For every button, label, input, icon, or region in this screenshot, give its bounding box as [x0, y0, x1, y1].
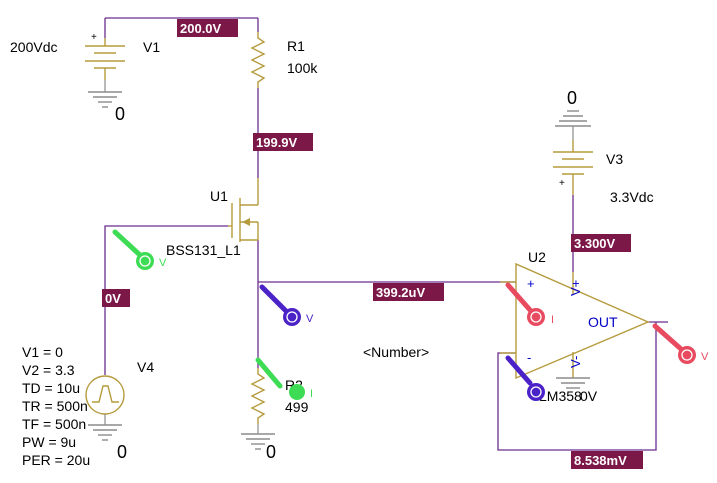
u2-pin-vminus: V- — [568, 356, 583, 368]
probe-letter: V — [306, 313, 314, 325]
svg-text:0V: 0V — [105, 291, 121, 306]
resistor-r1[interactable] — [250, 32, 266, 88]
probe-letter: I — [310, 388, 313, 400]
voltage-flag-top[interactable]: 200.0V — [177, 19, 238, 37]
svg-text:399.2uV: 399.2uV — [376, 285, 425, 300]
u1-ref: U1 — [210, 188, 228, 204]
voltage-flag-source[interactable]: 399.2uV — [373, 283, 444, 301]
svg-text:199.9V: 199.9V — [256, 135, 298, 150]
u2-ref: U2 — [528, 249, 546, 265]
transistor-u1[interactable] — [228, 178, 259, 242]
resistor-r2[interactable] — [241, 368, 275, 450]
v3-value: 3.3Vdc — [610, 189, 654, 205]
voltage-flag-gate[interactable]: 0V — [102, 289, 130, 307]
u2-overlay-value: 0V — [580, 388, 598, 404]
v4-name: V4 — [137, 359, 154, 375]
ground-label-r2: 0 — [266, 442, 276, 462]
probe-letter: V — [159, 257, 167, 269]
voltage-probe-source[interactable]: V — [259, 284, 314, 326]
svg-text:8.538mV: 8.538mV — [574, 453, 627, 468]
current-probe-plus[interactable]: I — [505, 282, 554, 326]
v4-param: V1 = 0 — [22, 344, 63, 360]
svg-text:3.300V: 3.300V — [574, 236, 616, 251]
current-probe-minus[interactable] — [505, 355, 545, 401]
u2-pin-out: OUT — [588, 314, 618, 330]
probe-letter: I — [551, 314, 554, 326]
v4-param: V2 = 3.3 — [22, 362, 75, 378]
v4-param: PW = 9u — [22, 434, 76, 450]
voltage-flag-v3[interactable]: 3.300V — [571, 234, 631, 252]
svg-text:+: + — [559, 178, 565, 189]
voltage-flag-drain[interactable]: 199.9V — [253, 133, 313, 151]
wire-gate[interactable] — [104, 225, 228, 375]
v4-param: TD = 10u — [22, 380, 80, 396]
svg-text:200.0V: 200.0V — [180, 21, 222, 36]
voltage-probe-output[interactable]: V — [652, 323, 709, 364]
source-v1[interactable]: + — [85, 32, 125, 108]
v4-param: TF = 500n — [22, 416, 86, 432]
v1-name: V1 — [143, 39, 160, 55]
v3-name: V3 — [606, 151, 623, 167]
u2-pin-vplus: V+ — [568, 280, 583, 296]
v1-plus-sign: + — [91, 32, 97, 43]
ground-label-v3: 0 — [567, 88, 577, 108]
ground-label-v4: 0 — [117, 442, 127, 462]
r1-name: R1 — [287, 38, 305, 54]
opamp-u2[interactable] — [500, 262, 650, 389]
v1-value: 200Vdc — [10, 39, 57, 55]
voltage-probe-gate[interactable]: V — [112, 229, 167, 270]
v4-param: PER = 20u — [22, 452, 90, 468]
u2-pin-plus: + — [527, 276, 535, 291]
v4-param: TR = 500n — [22, 398, 88, 414]
number-annotation: <Number> — [363, 344, 429, 360]
u2-pin-minus: - — [527, 350, 531, 365]
u2-model: LM358 — [539, 388, 582, 404]
source-v3[interactable]: + — [553, 110, 593, 195]
r1-value: 100k — [287, 60, 318, 76]
r2-value: 499 — [285, 399, 309, 415]
u1-model: BSS131_L1 — [166, 242, 241, 258]
source-v4[interactable] — [85, 375, 125, 441]
wire-feedback[interactable] — [497, 322, 657, 451]
ground-label-v1: 0 — [115, 104, 125, 124]
probe-letter: V — [701, 351, 709, 363]
current-probe-r2[interactable]: I — [255, 357, 313, 400]
wires — [104, 17, 668, 451]
voltage-flag-feedback[interactable]: 8.538mV — [571, 451, 643, 469]
